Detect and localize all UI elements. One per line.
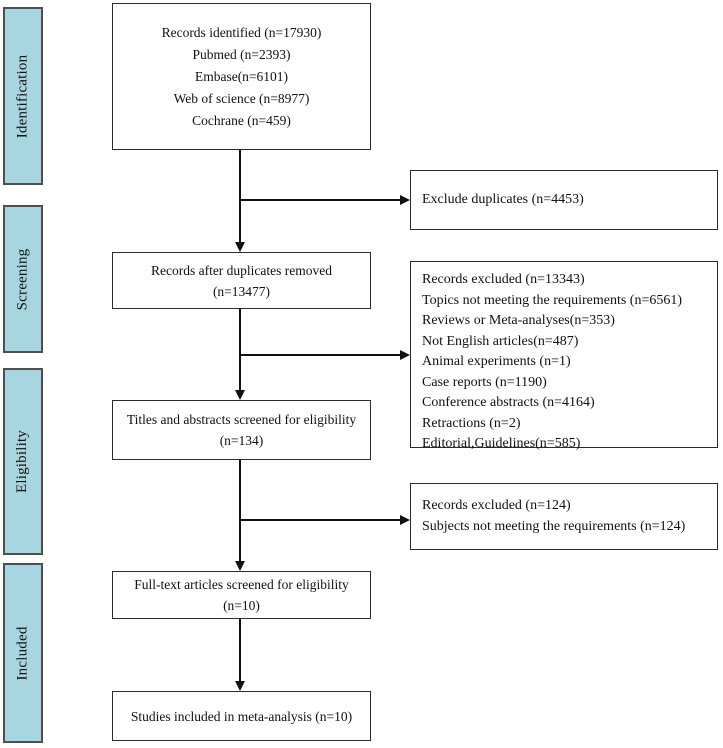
stage-label-screening: Screening	[14, 248, 31, 310]
arrow-right-icon	[400, 514, 410, 525]
arrow-down-icon	[234, 561, 245, 571]
connector-identified-to-deduped	[239, 150, 241, 242]
box-titles-abstracts-screened: Titles and abstracts screened for eligib…	[112, 400, 371, 460]
screening-excluded-topics: Topics not meeting the requirements (n=6…	[422, 292, 683, 308]
arrow-right-icon	[400, 194, 410, 205]
screening-excluded-editorial: Editorial,Guidelines(n=585)	[422, 436, 581, 451]
screening-excluded-animal: Animal experiments (n=1)	[422, 354, 571, 369]
box-records-identified: Records identified (n=17930) Pubmed (n=2…	[112, 3, 371, 150]
stage-box-identification: Identification	[3, 7, 43, 185]
box-records-excluded-eligibility: Records excluded (n=124) Subjects not me…	[410, 483, 718, 550]
arrow-down-icon	[234, 242, 245, 252]
exclude-duplicates-line1: Exclude duplicates (n=4453)	[422, 191, 584, 207]
titles-abstracts-line1: Titles and abstracts screened for eligib…	[126, 412, 357, 427]
full-text-count: (n=10)	[223, 598, 260, 613]
box-records-after-duplicates: Records after duplicates removed (n=1347…	[112, 252, 371, 309]
stage-label-included: Included	[14, 625, 31, 681]
records-identified-total: Records identified (n=17930)	[161, 24, 322, 40]
screening-excluded-not-english: Not English articles(n=487)	[422, 333, 579, 349]
stage-label-identification: Identification	[14, 54, 31, 138]
stage-box-screening: Screening	[3, 205, 43, 353]
records-identified-embase: Embase(n=6101)	[194, 68, 289, 84]
connector-to-screening-exclusions	[240, 354, 400, 356]
connector-to-exclude-duplicates	[240, 199, 400, 201]
box-studies-included: Studies included in meta-analysis (n=10)	[112, 691, 371, 741]
records-after-duplicates-line1: Records after duplicates removed	[150, 262, 333, 278]
titles-abstracts-count: (n=134)	[219, 433, 264, 448]
screening-excluded-reviews: Reviews or Meta-analyses(n=353)	[422, 313, 615, 328]
stage-box-included: Included	[3, 563, 43, 743]
screening-excluded-case-reports: Case reports (n=1190)	[422, 374, 547, 390]
full-text-line1: Full-text articles screened for eligibil…	[134, 577, 349, 592]
box-exclude-duplicates: Exclude duplicates (n=4453)	[410, 170, 718, 230]
records-after-duplicates-count: (n=13477)	[212, 283, 271, 299]
box-records-excluded-screening: Records excluded (n=13343) Topics not me…	[410, 261, 718, 451]
arrow-right-icon	[400, 349, 410, 360]
arrow-down-icon	[234, 681, 245, 691]
box-full-text-screened: Full-text articles screened for eligibil…	[112, 571, 371, 619]
studies-included-line1: Studies included in meta-analysis (n=10)	[130, 708, 353, 724]
stage-label-eligibility: Eligibility	[14, 429, 31, 494]
records-identified-pubmed: Pubmed (n=2393)	[192, 46, 291, 62]
records-identified-cochrane: Cochrane (n=459)	[192, 112, 291, 128]
connector-fulltext-to-included	[239, 619, 241, 681]
stage-box-eligibility: Eligibility	[3, 368, 43, 555]
screening-excluded-conference: Conference abstracts (n=4164)	[422, 395, 595, 410]
eligibility-excluded-subjects: Subjects not meeting the requirements (n…	[422, 518, 686, 534]
arrow-down-icon	[234, 390, 245, 400]
records-identified-web-of-science: Web of science (n=8977)	[173, 90, 310, 106]
connector-screened-to-fulltext	[239, 460, 241, 561]
screening-excluded-retractions: Retractions (n=2)	[422, 415, 521, 431]
screening-excluded-total: Records excluded (n=13343)	[422, 272, 585, 287]
connector-deduped-to-screened	[239, 309, 241, 390]
connector-to-eligibility-exclusions	[240, 519, 400, 521]
eligibility-excluded-total: Records excluded (n=124)	[422, 498, 571, 513]
